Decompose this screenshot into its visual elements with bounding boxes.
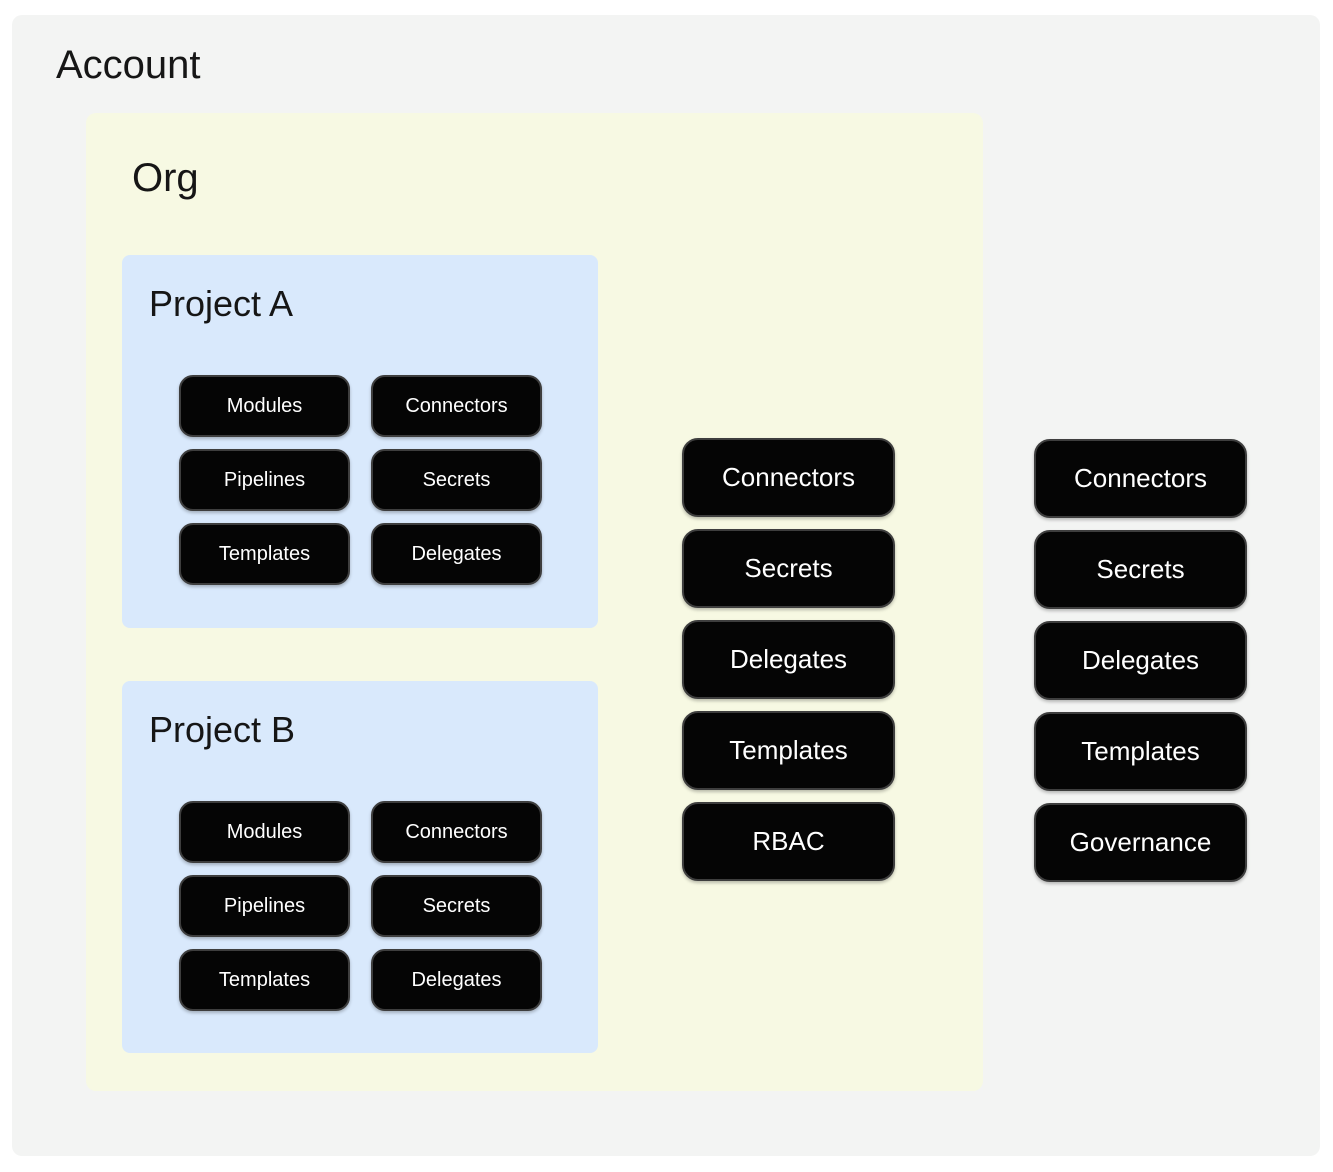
org-chip-connectors: Connectors: [682, 438, 895, 517]
project-a-chip-templates: Templates: [179, 523, 350, 585]
project-a-title: Project A: [149, 283, 294, 324]
account-chip-governance: Governance: [1034, 803, 1247, 882]
account-chip-column: Connectors Secrets Delegates Templates G…: [1034, 439, 1247, 882]
account-chip-templates: Templates: [1034, 712, 1247, 791]
project-b-chip-connectors: Connectors: [371, 801, 542, 863]
project-b-chip-pipelines: Pipelines: [179, 875, 350, 937]
project-a-chip-pipelines: Pipelines: [179, 449, 350, 511]
account-chip-connectors: Connectors: [1034, 439, 1247, 518]
project-a-chip-grid: Modules Connectors Pipelines Secrets Tem…: [179, 375, 542, 585]
account-scope-box: Account Org Project A Modules Connectors…: [12, 15, 1320, 1156]
project-a-chip-secrets: Secrets: [371, 449, 542, 511]
account-chip-delegates: Delegates: [1034, 621, 1247, 700]
org-chip-secrets: Secrets: [682, 529, 895, 608]
project-b-chip-templates: Templates: [179, 949, 350, 1011]
org-chip-column: Connectors Secrets Delegates Templates R…: [682, 438, 895, 881]
account-scope-title: Account: [56, 43, 201, 87]
org-scope-box: Org Project A Modules Connectors Pipelin…: [86, 113, 983, 1091]
project-b-chip-grid: Modules Connectors Pipelines Secrets Tem…: [179, 801, 542, 1011]
project-a-chip-connectors: Connectors: [371, 375, 542, 437]
project-b-title: Project B: [149, 709, 296, 750]
org-scope-title: Org: [132, 156, 199, 200]
org-chip-rbac: RBAC: [682, 802, 895, 881]
project-a-chip-modules: Modules: [179, 375, 350, 437]
project-a-chip-delegates: Delegates: [371, 523, 542, 585]
project-b-chip-modules: Modules: [179, 801, 350, 863]
project-b-chip-secrets: Secrets: [371, 875, 542, 937]
account-chip-secrets: Secrets: [1034, 530, 1247, 609]
project-b-box: Project B Modules Connectors Pipelines S…: [122, 681, 598, 1053]
org-chip-templates: Templates: [682, 711, 895, 790]
project-a-box: Project A Modules Connectors Pipelines S…: [122, 255, 598, 628]
project-b-chip-delegates: Delegates: [371, 949, 542, 1011]
org-chip-delegates: Delegates: [682, 620, 895, 699]
